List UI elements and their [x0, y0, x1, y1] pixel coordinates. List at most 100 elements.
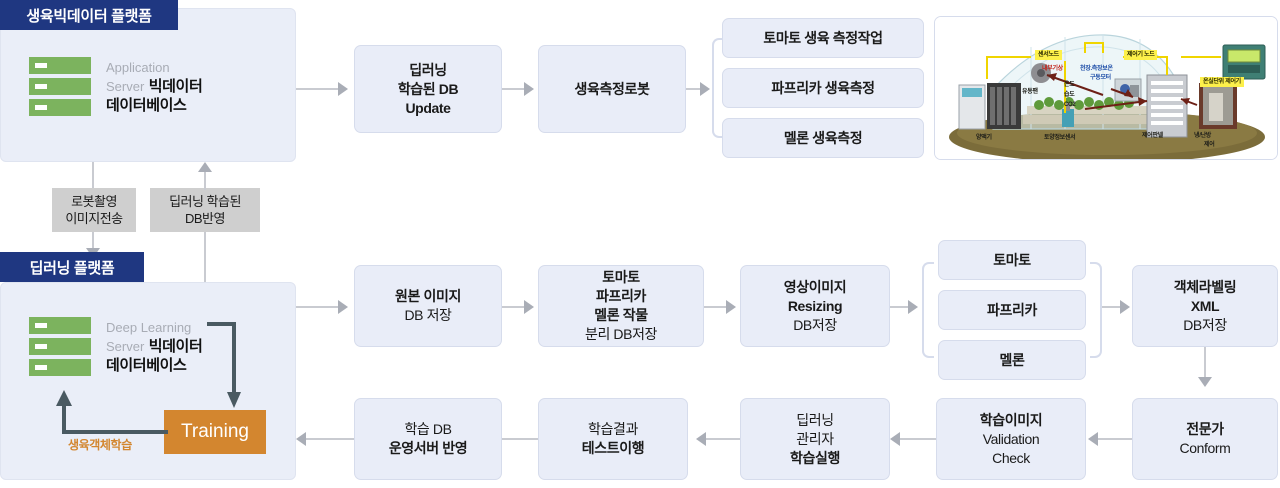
arrow-left-to-test: [696, 432, 706, 446]
node-crop-split-db-save: 토마토 파프리카 멜론 작물 분리 DB저장: [538, 265, 704, 347]
connector-labeling-to-expert: [1204, 347, 1206, 379]
connector-robot-image-down-2: [92, 232, 94, 250]
node-text: 파프리카: [987, 301, 1037, 318]
chip-trained-db-reflect: 딥러닝 학습된 DB반영: [150, 188, 260, 232]
gh-label-cooling-heating: 냉/난방: [1194, 133, 1212, 139]
connector-expert-to-validation: [1098, 438, 1132, 440]
tab-label: 딥러닝 플랫폼: [29, 259, 115, 277]
node-text: 토마토 파프리카 멜론 작물 분리 DB저장: [584, 269, 658, 342]
gh-label-soil-info-sensor: 토양정보센서: [1044, 135, 1076, 141]
node-training-db-to-operation-server: 학습 DB 운영서버 반영: [354, 398, 502, 480]
gh-label-drive-motor: 구동모터: [1090, 75, 1111, 81]
node-text: 딥러닝 학습된 DB Update: [397, 61, 459, 116]
node-mid-tomato: 토마토: [938, 240, 1086, 280]
gh-label-circulation-fan: 유동팬: [1022, 89, 1038, 95]
greenhouse-diagram-panel: 센서노드 제어기 노드 온실단위 제어기 내부기상 천장.측장보온 구동모터 온…: [934, 16, 1278, 160]
node-training-image-validation-check: 학습이미지 Validation Check: [936, 398, 1086, 480]
gh-label-humidity: 습도: [1064, 92, 1075, 98]
server-text: Application Server 빅데이터 데이터베이스: [106, 59, 203, 115]
gh-label-sensor-node: 센서노드: [1035, 50, 1062, 60]
node-text: 객체라벨링 XML DB저장: [1173, 278, 1237, 333]
node-training-result-test: 학습결과 테스트이행: [538, 398, 688, 480]
node-text: 토마토: [993, 251, 1031, 268]
node-text: 전문가 Conform: [1179, 421, 1231, 456]
deeplearning-server-block: Deep Learning Server 빅데이터 데이터베이스: [28, 312, 278, 382]
connector-platform-to-original-image: [296, 306, 340, 308]
connector-manager-to-test: [706, 438, 740, 440]
server-icon: [28, 56, 92, 118]
node-text: 파프리카 생육측정: [771, 79, 875, 96]
arrow-right-to-crop-branch: [700, 82, 710, 96]
arrow-right-to-resizing: [726, 300, 736, 314]
gh-label-internal-weather: 내부기상: [1042, 66, 1063, 72]
node-mid-melon: 멜론: [938, 340, 1086, 380]
gh-label-co2: CO2: [1064, 102, 1076, 108]
node-image-resizing-db-save: 영상이미지 Resizing DB저장: [740, 265, 890, 347]
label-growth-object-learning: 생육객체학습: [68, 438, 132, 452]
chip-text: 딥러닝 학습된 DB반영: [169, 194, 241, 226]
connector-validation-to-manager: [900, 438, 936, 440]
arrow-right-to-crop-split: [524, 300, 534, 314]
node-tomato-growth-measure-task: 토마토 생육 측정작업: [722, 18, 924, 58]
node-text: 생육측정로봇: [574, 80, 650, 97]
application-server-title: 빅데이터 데이터베이스: [106, 78, 203, 114]
node-mid-paprika: 파프리카: [938, 290, 1086, 330]
node-text: 멜론 생육측정: [783, 129, 863, 146]
arrow-right-to-robot: [524, 82, 534, 96]
node-deeplearning-manager-run: 딥러닝 관리자 학습실행: [740, 398, 890, 480]
node-melon-growth-measure: 멜론 생육측정: [722, 118, 924, 158]
gh-label-nutrient-machine: 양액기: [976, 135, 992, 141]
connector-mid-branch-to-labeling: [1102, 306, 1124, 308]
connector-resizing-to-crop-branch: [890, 306, 910, 308]
connector-training-loop-back: [56, 390, 168, 434]
connector-robot-image-down: [92, 162, 94, 190]
greenhouse-illustration: 센서노드 제어기 노드 온실단위 제어기 내부기상 천장.측장보온 구동모터 온…: [935, 17, 1277, 159]
arrow-down-to-expert: [1198, 377, 1212, 387]
node-text: 영상이미지 Resizing DB저장: [783, 278, 847, 333]
server-icon: [28, 316, 92, 378]
node-original-image-db-save: 원본 이미지 DB 저장: [354, 265, 502, 347]
node-deeplearning-db-update: 딥러닝 학습된 DB Update: [354, 45, 502, 133]
bracket-top-branch: [712, 38, 724, 138]
application-server-block: Application Server 빅데이터 데이터베이스: [28, 52, 278, 122]
deeplearning-server-subtitle: Deep Learning Server: [106, 320, 192, 354]
arrow-left-to-manager: [890, 432, 900, 446]
connector-opserver-to-platform: [306, 438, 354, 440]
gh-label-control-panel: 제어판넬: [1142, 133, 1163, 139]
gh-label-temperature: 온도: [1064, 82, 1075, 88]
tab-deeplearning-platform: 딥러닝 플랫폼: [0, 252, 144, 282]
gh-label-controller-node: 제어기 노드: [1124, 50, 1158, 60]
connector-robot-to-branch: [686, 88, 704, 90]
connector-test-to-opserver: [502, 438, 538, 440]
arrow-left-to-validation: [1088, 432, 1098, 446]
node-growth-measure-robot: 생육측정로봇: [538, 45, 686, 133]
server-text: Deep Learning Server 빅데이터 데이터베이스: [106, 319, 203, 375]
connector-crop-split-to-resizing: [704, 306, 730, 308]
connector-db-update-to-robot: [502, 88, 528, 90]
connector-original-to-crop-split: [502, 306, 528, 308]
node-object-labeling-xml: 객체라벨링 XML DB저장: [1132, 265, 1278, 347]
tab-label: 생육빅데이터 플랫폼: [26, 7, 152, 25]
bracket-mid-branch-left: [922, 262, 934, 358]
node-text: 원본 이미지 DB 저장: [395, 288, 461, 323]
node-text: 멜론: [999, 351, 1025, 368]
tab-growth-bigdata-platform: 생육빅데이터 플랫폼: [0, 0, 178, 30]
connector-platform-to-db-update: [296, 88, 340, 90]
gh-label-roof-side-insulation: 천장.측장보온: [1080, 66, 1113, 72]
arrow-right-to-db-update: [338, 82, 348, 96]
training-box: Training: [164, 410, 266, 454]
arrow-left-to-dl-platform: [296, 432, 306, 446]
gh-label-control: 제어: [1204, 142, 1215, 148]
training-label: Training: [181, 421, 249, 442]
gh-label-greenhouse-unit-controller: 온실단위 제어기: [1200, 77, 1244, 87]
node-text: 학습이미지 Validation Check: [979, 411, 1043, 466]
node-text: 학습 DB 운영서버 반영: [388, 421, 468, 456]
node-expert-conform: 전문가 Conform: [1132, 398, 1278, 480]
arrow-right-to-original-image: [338, 300, 348, 314]
node-text: 학습결과 테스트이행: [581, 421, 645, 456]
application-server-subtitle: Application Server: [106, 60, 170, 94]
connector-db-to-training: [207, 322, 241, 408]
connector-trained-db-up-2: [204, 172, 206, 190]
arrow-right-to-labeling: [1120, 300, 1130, 314]
